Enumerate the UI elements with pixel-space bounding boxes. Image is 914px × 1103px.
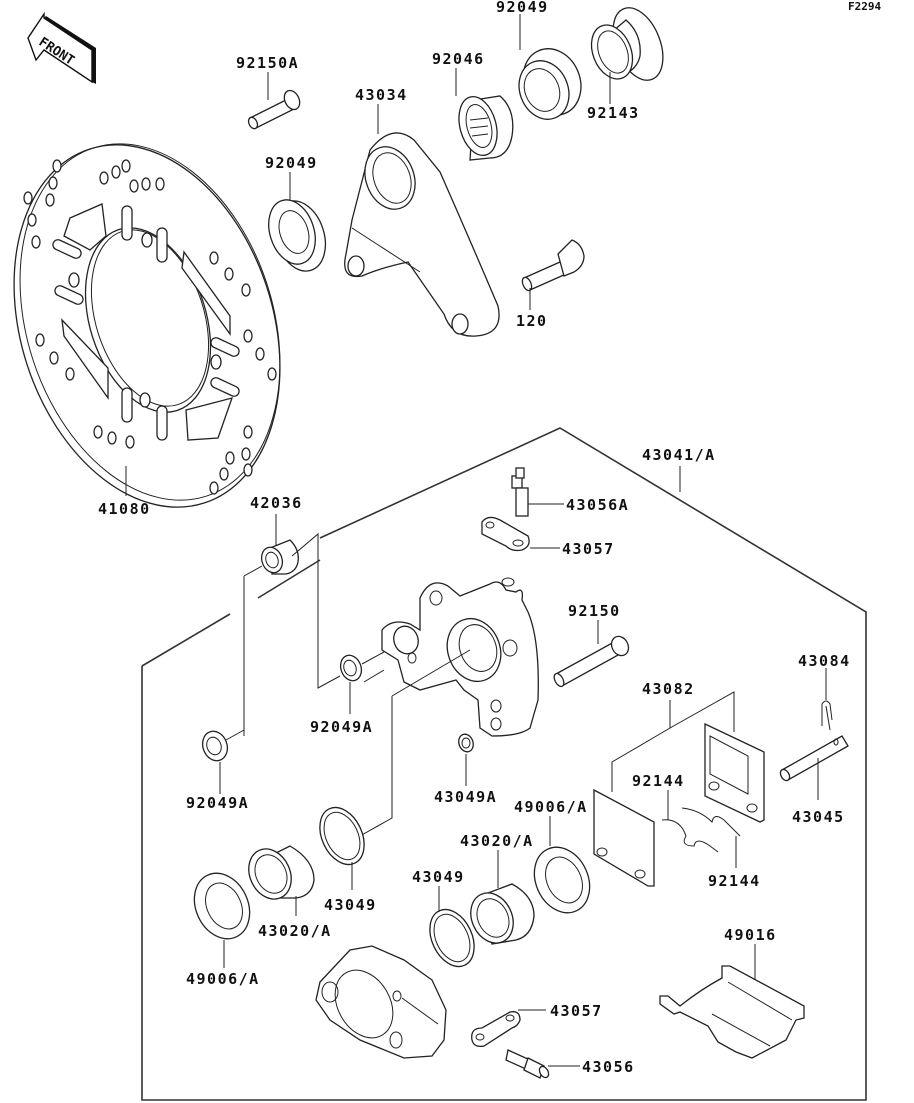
label-43084: 43084 — [798, 652, 851, 670]
label-42036: 42036 — [250, 494, 303, 512]
pad-shim-49016[interactable] — [659, 944, 805, 1059]
seal-43049A[interactable] — [456, 732, 475, 786]
label-120: 120 — [516, 312, 548, 330]
clip-43084[interactable] — [821, 668, 833, 731]
piston-seal-43049-right[interactable] — [421, 886, 483, 974]
label-92046: 92046 — [432, 50, 485, 68]
sleeve-42036[interactable] — [243, 514, 341, 736]
label-41080: 41080 — [98, 500, 151, 518]
label-92144-a: 92144 — [632, 772, 685, 790]
label-43057-top: 43057 — [562, 540, 615, 558]
caliper-bracket[interactable] — [359, 577, 539, 837]
needle-bearing-92046[interactable] — [453, 68, 514, 161]
collar-92143[interactable] — [584, 1, 673, 104]
label-92049-left: 92049 — [265, 154, 318, 172]
bolt-92150A[interactable] — [247, 72, 303, 130]
label-43082: 43082 — [642, 680, 695, 698]
bleeder-cap-43057-top[interactable] — [481, 516, 560, 552]
bolt-120[interactable] — [520, 239, 585, 310]
label-43056A: 43056A — [566, 496, 629, 514]
front-arrow-icon: FRONT — [27, 11, 96, 84]
piston-seal-43049-left[interactable] — [311, 800, 373, 890]
pad-spring-92144[interactable] — [661, 790, 741, 868]
brake-disc-41080[interactable] — [0, 110, 324, 542]
caliper-body[interactable] — [315, 945, 447, 1059]
seal-92049-left[interactable] — [261, 172, 334, 278]
piston-43020A-right[interactable] — [463, 850, 535, 950]
bolt-92150[interactable] — [552, 620, 632, 688]
label-49006A-right: 49006/A — [514, 798, 588, 816]
label-49006A-left: 49006/A — [186, 970, 260, 988]
bleeder-valve-43056A[interactable] — [511, 467, 564, 517]
dust-seal-49006A-left[interactable] — [184, 864, 260, 968]
label-43020A-left: 43020/A — [258, 922, 332, 940]
figure-code: F2294 — [848, 0, 881, 13]
seal-92049A-left[interactable] — [199, 728, 245, 794]
label-92049A-mid: 92049A — [310, 718, 373, 736]
label-43045: 43045 — [792, 808, 845, 826]
label-49016: 49016 — [724, 926, 777, 944]
torque-link-43034[interactable] — [344, 104, 500, 337]
label-43049-right: 43049 — [412, 868, 465, 886]
pin-43045[interactable] — [779, 735, 849, 800]
label-43049-left: 43049 — [324, 896, 377, 914]
brake-pads-43082[interactable] — [593, 691, 765, 887]
label-43041A: 43041/A — [642, 446, 716, 464]
label-92150: 92150 — [568, 602, 621, 620]
label-92150A: 92150A — [236, 54, 299, 72]
caliper-assembly-frame-43041A — [141, 427, 867, 1101]
bleeder-valve-43056[interactable] — [505, 1049, 580, 1079]
seal-92049A-mid[interactable] — [337, 651, 385, 714]
label-92049-top: 92049 — [496, 0, 549, 16]
label-43020A-right: 43020/A — [460, 832, 534, 850]
bleeder-cap-43057-bottom[interactable] — [471, 1009, 546, 1048]
label-43049A: 43049A — [434, 788, 497, 806]
piston-43020A-left[interactable] — [241, 842, 315, 916]
label-43057-bottom: 43057 — [550, 1002, 603, 1020]
dust-seal-49006A-right[interactable] — [524, 816, 600, 922]
label-92143: 92143 — [587, 104, 640, 122]
label-92049A-left: 92049A — [186, 794, 249, 812]
label-43034: 43034 — [355, 86, 408, 104]
label-43056: 43056 — [582, 1058, 635, 1076]
seal-92049-top[interactable] — [511, 14, 591, 127]
label-92144-b: 92144 — [708, 872, 761, 890]
